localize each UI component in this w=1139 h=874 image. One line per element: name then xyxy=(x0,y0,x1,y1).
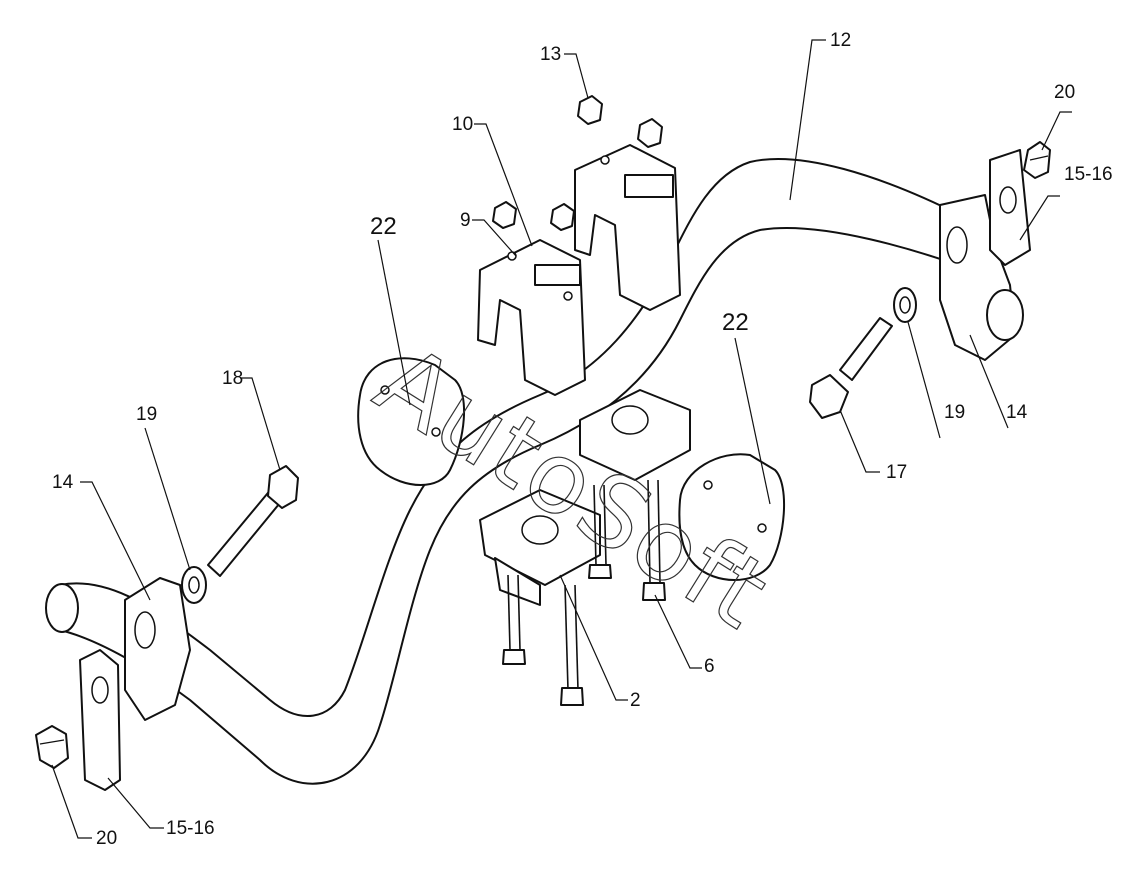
leader-lines xyxy=(51,39,1072,839)
callout-labels: 12 13 10 9 20 15-16 22 22 18 19 19 14 14… xyxy=(52,30,1113,849)
callout-13: 13 xyxy=(540,44,561,65)
callout-14-left: 14 xyxy=(52,472,74,493)
lower-mount-right xyxy=(579,389,691,481)
bolt-right xyxy=(809,317,893,419)
callout-19-right: 19 xyxy=(944,402,965,423)
left-link-assembly xyxy=(35,577,191,791)
right-link-assembly xyxy=(939,141,1051,361)
nuts-top xyxy=(492,95,663,231)
bracket-clamp-front xyxy=(477,239,586,396)
rubber-pad-left xyxy=(357,357,465,486)
callout-19-left: 19 xyxy=(136,404,157,425)
callout-22-right: 22 xyxy=(722,309,749,336)
rubber-pad-right xyxy=(678,453,785,581)
callout-15-16-top: 15-16 xyxy=(1064,164,1113,185)
callout-15-16-bottom: 15-16 xyxy=(166,818,215,839)
callout-20-bottom: 20 xyxy=(96,828,117,849)
long-bolts xyxy=(502,479,666,706)
callout-14-right: 14 xyxy=(1006,402,1028,423)
callout-22-left: 22 xyxy=(370,213,397,240)
bolt-left xyxy=(207,465,299,577)
callout-9: 9 xyxy=(460,210,471,231)
callout-2: 2 xyxy=(630,690,641,711)
callout-20-top: 20 xyxy=(1054,82,1075,103)
bracket-clamp-rear xyxy=(574,144,681,311)
callout-17: 17 xyxy=(886,462,907,483)
lower-mount-left xyxy=(479,489,601,606)
callout-10: 10 xyxy=(452,114,473,135)
callout-6: 6 xyxy=(704,656,715,677)
callout-12: 12 xyxy=(830,30,851,51)
callout-18: 18 xyxy=(222,368,243,389)
